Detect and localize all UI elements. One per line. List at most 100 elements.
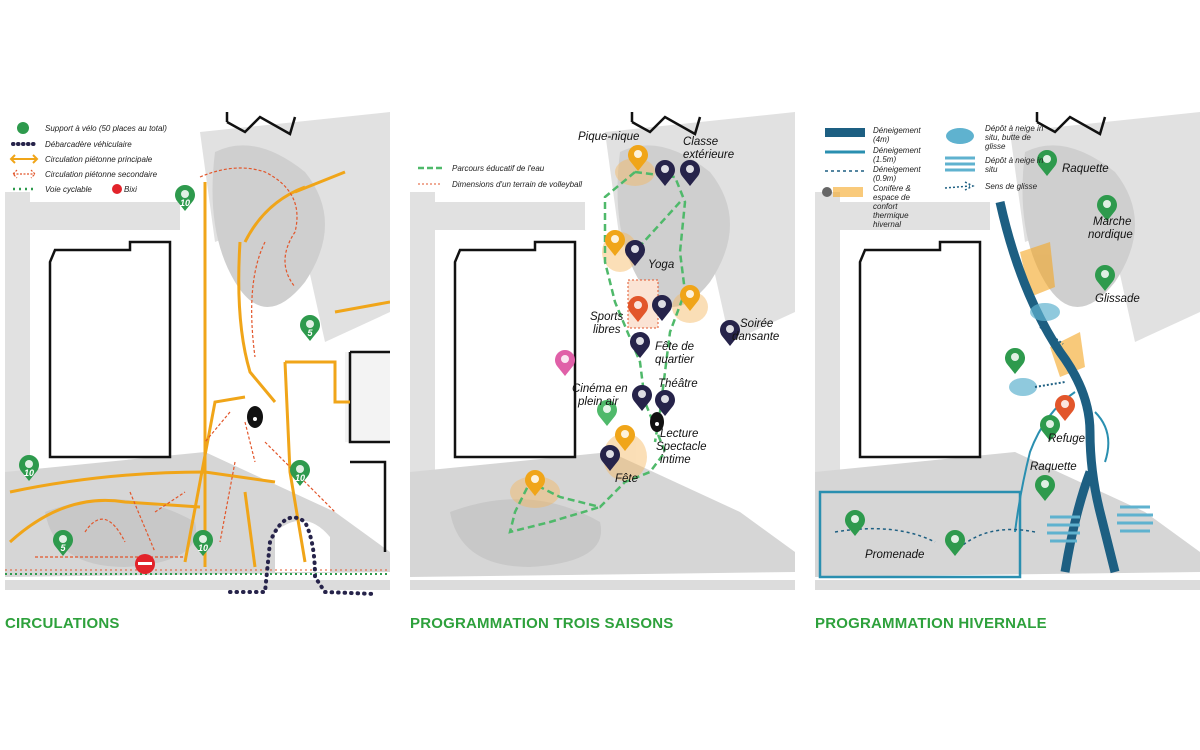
label-picnic: Pique-nique	[578, 131, 639, 143]
snow-deposit-icon	[945, 156, 975, 172]
legend-label: Dépôt à neige in situ, butte de glisse	[985, 124, 1044, 151]
label-dance-2: dansante	[732, 331, 779, 343]
snow-deposit-mounds	[1009, 303, 1060, 396]
three-seasons-map-svg: Parcours éducatif de l'eau Dimensions d'…	[410, 112, 795, 590]
label-outdoor-class-2: extérieure	[683, 149, 734, 161]
label-cinema: Cinéma en	[572, 383, 628, 395]
building-outline-2	[630, 112, 702, 136]
legend-label: Conifère & espace de confort thermique h…	[873, 184, 911, 229]
label-show-2: intime	[660, 454, 691, 466]
bike-rack-pin: 10	[193, 530, 213, 556]
site-background	[815, 112, 1200, 590]
bike-rack-pin: 10	[175, 185, 196, 211]
building-outline-2	[1035, 112, 1107, 136]
legend-label: Déneigement (0.9m)	[873, 165, 921, 183]
snow-deposits	[1047, 505, 1153, 543]
winter-labels: Raquette Marche nordique Glissade Refuge…	[865, 163, 1140, 561]
label-neighbourhood-party-2: quartier	[655, 354, 695, 366]
label-outdoor-class: Classe	[683, 136, 718, 148]
snow-mound-icon	[946, 128, 974, 144]
bike-rack-count: 10	[24, 468, 34, 478]
bike-rack-pin: 10	[19, 455, 39, 481]
snow-clearing-0-9m	[834, 527, 1036, 553]
activity-pin	[680, 160, 700, 186]
label-sports-2: libres	[593, 324, 621, 336]
pedestrian-secondary-icon	[12, 169, 36, 179]
label-snowshoe-2: Raquette	[1030, 461, 1077, 473]
three-seasons-map: Parcours éducatif de l'eau Dimensions d'…	[410, 112, 795, 607]
activity-pin	[655, 389, 675, 416]
winter-activity-pin	[945, 530, 965, 556]
legend-label: Bixi	[124, 185, 137, 194]
building-outline-3	[348, 350, 390, 552]
tree-marker	[247, 406, 263, 428]
building-outline	[453, 240, 577, 459]
activity-pin	[555, 350, 575, 376]
bike-rack-count: 10	[295, 473, 305, 483]
activity-pin	[655, 160, 675, 186]
pedestrian-main-icon	[9, 154, 39, 164]
activity-pin	[720, 320, 740, 346]
bike-rack-pin: 5	[53, 530, 73, 556]
legend-label: Déneigement (4m)	[873, 126, 921, 144]
circulations-map-svg: 10 5 10 5 10 10 Support à vélo (50 places au …	[5, 112, 390, 596]
bixi-icon	[135, 554, 155, 574]
label-cinema-2: plein air	[577, 396, 619, 408]
bike-rack-count: 5	[307, 328, 313, 338]
label-refuge: Refuge	[1048, 433, 1085, 445]
label-theatre: Théâtre	[658, 378, 698, 390]
bike-racks: 10 5 10 5 10 10	[19, 185, 320, 556]
bike-rack-count: 10	[198, 543, 208, 553]
winter-activity-pin	[1097, 195, 1117, 221]
winter-map: Raquette Marche nordique Glissade Refuge…	[815, 112, 1200, 607]
legend: Support à vélo (50 places au total) Déba…	[9, 122, 167, 194]
legend: Parcours éducatif de l'eau Dimensions d'…	[418, 164, 582, 189]
legend-icons	[822, 128, 975, 197]
legend-label: Parcours éducatif de l'eau	[452, 164, 545, 173]
tree-marker	[650, 412, 664, 432]
winter-map-svg: Raquette Marche nordique Glissade Refuge…	[815, 112, 1200, 590]
activity-pin	[605, 230, 625, 256]
activity-pin	[652, 295, 672, 321]
winter-activity-pin	[1035, 475, 1055, 501]
legend-label: Déneigement (1.5m)	[873, 146, 921, 164]
activity-pin	[630, 332, 650, 358]
slide-arrow-icon	[944, 181, 975, 191]
legend-label: Circulation piétonne principale	[45, 155, 153, 164]
conifer-icon	[822, 187, 832, 197]
label-promenade: Promenade	[865, 549, 924, 561]
legend-label: Débarcadère véhiculaire	[45, 140, 132, 149]
bike-pin-icon	[17, 122, 29, 134]
promenade-area	[818, 490, 1022, 579]
winter-activity-pin	[1040, 414, 1060, 441]
activity-pin	[680, 285, 700, 311]
activity-pin	[632, 384, 652, 411]
label-snowshoe: Raquette	[1062, 163, 1109, 175]
bike-rack-pin: 5	[300, 315, 320, 341]
winter-activity-pin	[845, 510, 865, 536]
label-party: Fête	[615, 473, 638, 485]
label-yoga: Yoga	[648, 259, 674, 271]
comfort-zone-icon	[833, 187, 863, 197]
legend-label: Voie cyclable	[45, 185, 92, 194]
activity-pin	[628, 145, 648, 171]
snow-4m-icon	[825, 128, 865, 137]
activity-pin	[615, 425, 635, 451]
activity-pin	[625, 240, 645, 266]
bike-rack-count: 10	[180, 198, 190, 208]
label-neighbourhood-party: Fête de	[655, 341, 694, 353]
panel-title: PROGRAMMATION TROIS SAISONS	[410, 615, 674, 632]
activity-pins	[525, 145, 740, 496]
building-outline	[858, 240, 982, 459]
label-reading: Lecture	[660, 428, 698, 440]
activity-pin	[628, 296, 648, 322]
circulations-map: 10 5 10 5 10 10 Support à vélo (50 places au …	[5, 112, 390, 607]
label-nordic-walk: Marche	[1093, 216, 1131, 228]
bike-rack-pin: 10	[290, 460, 310, 486]
panel-title: PROGRAMMATION HIVERNALE	[815, 615, 1047, 632]
legend-label: Sens de glisse	[985, 182, 1038, 191]
legend-label: Dépôt à neige in situ	[985, 156, 1044, 174]
winter-activity-pin	[1055, 394, 1075, 421]
legend-label: Dimensions d'un terrain de volleyball	[452, 180, 582, 189]
label-show: Spectacle	[656, 441, 707, 453]
